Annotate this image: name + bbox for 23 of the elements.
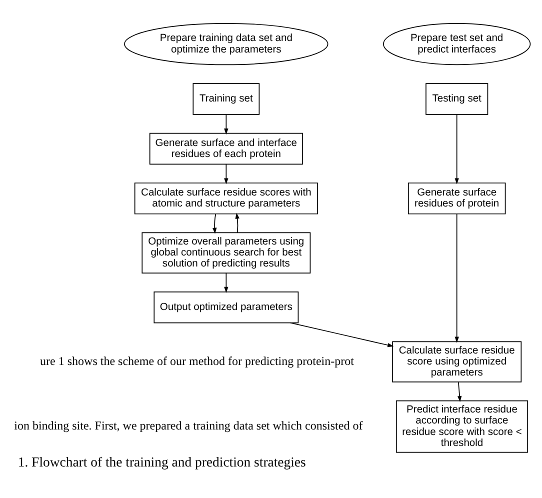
node-ellipse: Prepare training data set and optimize the parameters bbox=[124, 22, 328, 66]
node-box: Generate surface residues of protein bbox=[408, 182, 506, 214]
arrow bbox=[290, 322, 394, 348]
arrow bbox=[235, 212, 240, 233]
arrow bbox=[457, 382, 462, 402]
node-box: Calculate surface residue score using optimized parameters bbox=[392, 341, 522, 382]
node-box: Predict interface residue according to surface residue score with score < threshold bbox=[396, 400, 528, 453]
label: ion binding site. First, we prepared a training data set which consisted of bbox=[14, 418, 363, 433]
arrow bbox=[212, 214, 217, 234]
node-box: Output optimized parameters bbox=[154, 291, 299, 324]
arrow bbox=[454, 214, 459, 343]
node-box: Generate surface and interface residues of each protein bbox=[149, 132, 303, 165]
caption: 1. Flowchart of the training and prediction strategies bbox=[18, 454, 306, 470]
node-box: Training set bbox=[192, 83, 260, 115]
arrow bbox=[224, 272, 228, 293]
arrow bbox=[224, 164, 228, 184]
arrow bbox=[224, 114, 228, 135]
node-ellipse: Prepare test set and predict interfaces bbox=[383, 22, 531, 66]
node-box: Testing set bbox=[426, 83, 488, 115]
arrow bbox=[454, 114, 459, 184]
label: ure 1 shows the scheme of our method for predicting protein-prot bbox=[40, 354, 354, 368]
node-box: Optimize overall parameters using global continuous search for best solution of predicting results bbox=[142, 232, 311, 274]
node-box: Calculate surface residue scores with atomic and structure parameters bbox=[134, 182, 318, 214]
